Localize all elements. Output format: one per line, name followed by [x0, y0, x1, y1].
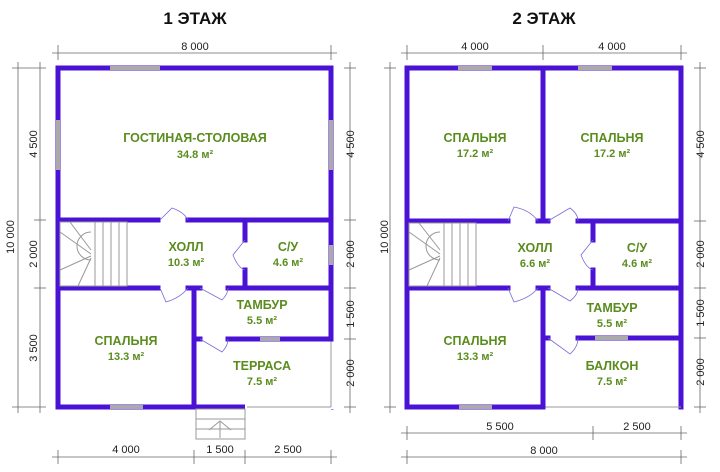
dimension-label: 4 500: [28, 130, 40, 158]
room-name: ТАМБУР: [586, 301, 637, 315]
floor-2-title: 2 ЭТАЖ: [512, 9, 576, 28]
dimension-label: 2 500: [623, 421, 651, 433]
dimension-label: 2 000: [28, 240, 40, 268]
dimension-lines: [12, 45, 356, 464]
floor-1-title: 1 ЭТАЖ: [163, 9, 227, 28]
dimension-label: 2 000: [695, 358, 707, 386]
door: [547, 337, 579, 355]
dimension-label: 3 500: [28, 334, 40, 362]
room-name: БАЛКОН: [586, 359, 639, 373]
room-name: СПАЛЬНЯ: [95, 334, 158, 348]
room-name: С/У: [278, 240, 299, 254]
room-area: 13.3 м²: [108, 351, 145, 363]
room-area: 4.6 м²: [622, 258, 652, 270]
room-name: СПАЛЬНЯ: [581, 131, 644, 145]
door: [580, 239, 594, 271]
room-area: 10.3 м²: [168, 257, 205, 269]
room-area: 17.2 м²: [457, 148, 494, 160]
room-area: 7.5 м²: [597, 376, 627, 388]
dimension-label: 1 500: [206, 444, 234, 456]
floor-2-plan: 2 ЭТАЖ СПАЛЬНЯ 17.2 м² СПАЛЬНЯ 17.2 м² Х…: [379, 9, 707, 464]
dimension-label: 8 000: [530, 445, 558, 457]
room-area: 6.6 м²: [520, 258, 550, 270]
room-name: С/У: [627, 241, 648, 255]
dimension-label: 2 500: [274, 444, 302, 456]
dimension-label: 4 000: [112, 444, 140, 456]
door: [159, 287, 189, 303]
dimension-label: 4 000: [598, 41, 626, 53]
dimension-label: 10 000: [379, 220, 391, 254]
dimension-label: 2 000: [345, 359, 357, 387]
door: [199, 338, 229, 353]
room-area: 7.5 м²: [247, 376, 277, 388]
dimension-label: 1 500: [345, 300, 357, 328]
dimension-label: 8 000: [181, 41, 209, 53]
room-name: СПАЛЬНЯ: [444, 334, 507, 348]
room-area: 4.6 м²: [273, 257, 303, 269]
room-area: 34.8 м²: [177, 149, 214, 161]
dimension-label: 10 000: [5, 220, 17, 254]
staircase: [59, 221, 128, 287]
door: [199, 287, 229, 301]
room-area: 13.3 м²: [457, 351, 494, 363]
dimension-label: 4 000: [461, 41, 489, 53]
room-name: ХОЛЛ: [518, 241, 553, 255]
door: [507, 287, 539, 303]
dimension-label: 2 000: [695, 240, 707, 268]
door: [232, 239, 246, 271]
dimension-label: 4 500: [695, 130, 707, 158]
staircase: [408, 222, 477, 287]
dimension-label: 4 500: [345, 130, 357, 158]
dimension-lines: [384, 45, 706, 464]
entrance-steps: [195, 408, 246, 440]
door: [547, 287, 579, 302]
door: [507, 206, 539, 222]
floor-1-plan: 1 ЭТАЖ ГОСТИНАЯ-СТОЛОВАЯ 34.8 м² ХОЛЛ 10…: [5, 9, 357, 464]
room-area: 5.5 м²: [597, 318, 627, 330]
room-area: 17.2 м²: [594, 148, 631, 160]
door: [547, 207, 579, 222]
dimension-label: 5 500: [486, 421, 514, 433]
room-area: 5.5 м²: [247, 315, 277, 327]
dimension-label: 1 500: [695, 299, 707, 327]
door: [159, 207, 189, 221]
dimension-label: 2 000: [345, 240, 357, 268]
room-name: ХОЛЛ: [169, 240, 204, 254]
room-name: ТАМБУР: [236, 298, 287, 312]
room-name: ГОСТИНАЯ-СТОЛОВАЯ: [123, 131, 267, 145]
room-name: ТЕРРАСА: [233, 359, 291, 373]
room-name: СПАЛЬНЯ: [444, 131, 507, 145]
